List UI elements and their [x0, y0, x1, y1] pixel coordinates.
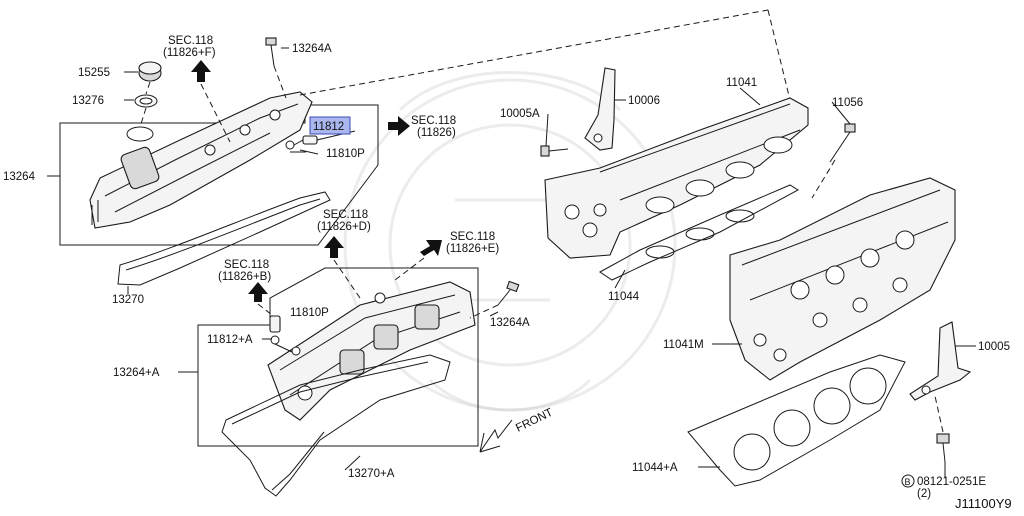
rocker-cover-lower-group	[178, 236, 520, 447]
bracket-10006[interactable]	[584, 67, 616, 151]
part-label-10005: 10005	[978, 341, 1010, 353]
part-label-11810P-bottom: 11810P	[290, 307, 329, 319]
rocker-gasket-13270A[interactable]	[221, 354, 451, 497]
part-label-13264A-top: 13264A	[292, 43, 332, 55]
part-label-11044: 11044	[608, 291, 640, 303]
sec-label-11826D: SEC.118	[323, 209, 368, 221]
sec-label-11826B: SEC.118	[224, 259, 269, 271]
sec-arrow-11826E	[420, 240, 442, 256]
diagram-code: J11100Y9	[955, 496, 1012, 511]
part-label-10006: 10006	[628, 95, 660, 107]
sec-arrow-11826D	[324, 236, 344, 258]
bolt-10005A[interactable]	[540, 145, 569, 157]
cap-gasket-13276[interactable]	[134, 94, 158, 108]
front-direction-arrow	[479, 419, 513, 453]
cylinder-head-11041-group	[540, 67, 809, 289]
watermark-emblem	[343, 71, 677, 412]
sec-label-11826F: SEC.118	[168, 35, 213, 47]
oil-filler-neck	[120, 146, 160, 190]
part-label-13264A-assembly: 13264+A	[113, 367, 160, 379]
part-label-11812A: 11812+A	[207, 334, 253, 346]
head-gasket-11044A[interactable]	[687, 354, 906, 487]
part-label-11812[interactable]: 11812	[313, 121, 344, 133]
sec-sub-11826D: (11826+D)	[317, 221, 371, 233]
sec-sub-11826: (11826)	[417, 127, 456, 139]
pcv-valve-11812A[interactable]	[269, 315, 281, 345]
assembly-frame-13264	[59, 104, 379, 246]
bolt-11056[interactable]	[829, 123, 856, 163]
bolt-type-marker	[901, 474, 915, 488]
part-label-11056: 11056	[832, 97, 863, 109]
coil-port-3	[414, 304, 440, 330]
pcv-valve-11812[interactable]	[285, 135, 318, 150]
part-label-08121-qty: (2)	[917, 488, 931, 500]
part-label-13264: 13264	[3, 171, 36, 183]
part-label-11812-highlight	[309, 116, 351, 135]
bracket-10005[interactable]	[909, 321, 972, 401]
coil-port-2	[373, 324, 399, 350]
part-label-11041M: 11041M	[663, 339, 704, 351]
rocker-cover-13264[interactable]	[89, 91, 313, 229]
sec-arrow-11826	[388, 116, 410, 136]
sec-sub-11826E: (11826+E)	[446, 243, 499, 255]
sec-arrow-11826F	[191, 60, 211, 82]
sec-sub-11826F: (11826+F)	[163, 47, 216, 59]
part-label-10005A: 10005A	[500, 108, 540, 120]
oil-filler-opening	[126, 126, 154, 142]
sec-label-11826E: SEC.118	[450, 231, 495, 243]
part-label-13270: 13270	[112, 294, 144, 306]
part-label-08121-0251E: 08121-0251E	[917, 476, 986, 488]
bolt-13264A-top[interactable]	[265, 37, 277, 67]
sec-label-11826: SEC.118	[411, 115, 456, 127]
bolt-08121-0251E[interactable]	[936, 433, 950, 463]
part-label-11044A: 11044+A	[632, 462, 678, 474]
part-label-13276: 13276	[72, 95, 104, 107]
part-label-11810P-top: 11810P	[326, 148, 365, 160]
cylinder-head-11041M-group	[687, 101, 976, 488]
bolt-marker-letter: B	[905, 477, 911, 487]
head-gasket-11044[interactable]	[599, 184, 799, 281]
sec-sub-11826B: (11826+B)	[218, 271, 271, 283]
coil-port-1	[339, 349, 365, 375]
part-label-15255: 15255	[78, 67, 110, 79]
sec-arrow-11826B	[248, 282, 268, 302]
part-label-13264A-bottom: 13264A	[490, 317, 530, 329]
rocker-cover-upper-group	[47, 37, 410, 246]
part-label-13270A: 13270+A	[348, 468, 395, 480]
rocker-gasket-13270[interactable]	[117, 191, 331, 286]
bolt-13264A-lower[interactable]	[497, 280, 520, 306]
part-label-11041: 11041	[726, 77, 757, 89]
